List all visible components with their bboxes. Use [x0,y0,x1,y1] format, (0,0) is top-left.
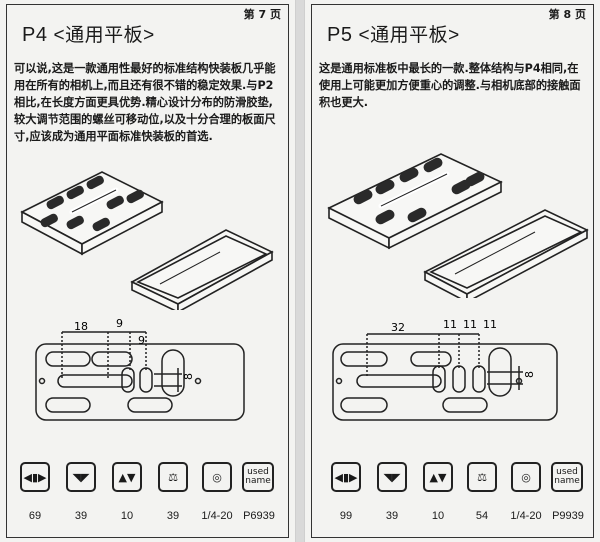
dimension-label: 11 [443,318,457,331]
screw-icon: ◎ [202,462,232,492]
spec-icons: ◀▮▶ ◥◤ ▲▼ ⚖ ◎ used name [8,462,288,502]
dimension-diagram: 32 11 11 11 8 [332,318,558,421]
width-icon: ◥◤ [377,462,407,492]
model-name: P4 [22,24,48,46]
page-number: 第 7 页 [243,8,281,21]
page-frame [311,4,594,538]
spec-length: 69 [28,510,42,522]
thickness-icon: ▲▼ [112,462,142,492]
spec-width: 39 [385,510,399,522]
dimension-label: 18 [74,320,88,333]
page-frame [6,4,289,538]
used-name-icon: used name [242,462,274,492]
product-description: 这是通用标准板中最长的一款.整体结构与P4相同,在使用上可能更加方便重心的调整.… [319,62,581,109]
dimension-label: 9 [138,334,145,347]
page-number: 第 8 页 [548,8,586,21]
dimension-label: 11 [463,318,477,331]
spec-values: 69 39 10 39 1/4-20 P6939 [8,510,288,528]
dimension-diagram: 18 9 9 8 [35,318,245,421]
plate-illustration [20,171,274,310]
dimension-label: 9 [116,318,123,330]
spec-weight: 39 [166,510,180,522]
dimension-label: 32 [391,321,405,334]
spec-model: P9939 [552,510,584,522]
product-description: 可以说,这是一款通用性最好的标准结构快装板几乎能用在所有的相机上,而且还有很不错… [14,62,276,143]
used-name-icon: used name [551,462,583,492]
page-8: 第 8 页 P5<通用平板> 这是通用标准板中最长的一款.整体结构与P4相同,在… [304,0,600,542]
product-title: P4<通用平板> [22,20,155,47]
spec-width: 39 [74,510,88,522]
width-icon: ◥◤ [66,462,96,492]
dimension-label: 8 [523,371,536,378]
product-title: P5<通用平板> [327,20,460,47]
weight-icon: ⚖ [467,462,497,492]
spec-screw: 1/4-20 [201,510,233,522]
weight-icon: ⚖ [158,462,188,492]
length-icon: ◀▮▶ [331,462,361,492]
spec-icons: ◀▮▶ ◥◤ ▲▼ ⚖ ◎ used name [313,462,593,502]
length-icon: ◀▮▶ [20,462,50,492]
thickness-icon: ▲▼ [423,462,453,492]
product-subtitle: <通用平板> [53,25,155,46]
page-7: 第 7 页 P4<通用平板> 可以说,这是一款通用性最好的标准结构快装板几乎能用… [0,0,296,542]
screw-icon: ◎ [511,462,541,492]
dimension-label: 11 [483,318,497,331]
model-name: P5 [327,24,353,46]
product-subtitle: <通用平板> [358,25,460,46]
dimension-label: 8 [182,373,195,380]
spec-length: 99 [339,510,353,522]
spec-values: 99 39 10 54 1/4-20 P9939 [313,510,593,528]
spec-weight: 54 [475,510,489,522]
plate-illustration [327,153,589,298]
spec-model: P6939 [243,510,275,522]
spec-thickness: 10 [431,510,445,522]
spec-thickness: 10 [120,510,134,522]
spec-screw: 1/4-20 [510,510,542,522]
